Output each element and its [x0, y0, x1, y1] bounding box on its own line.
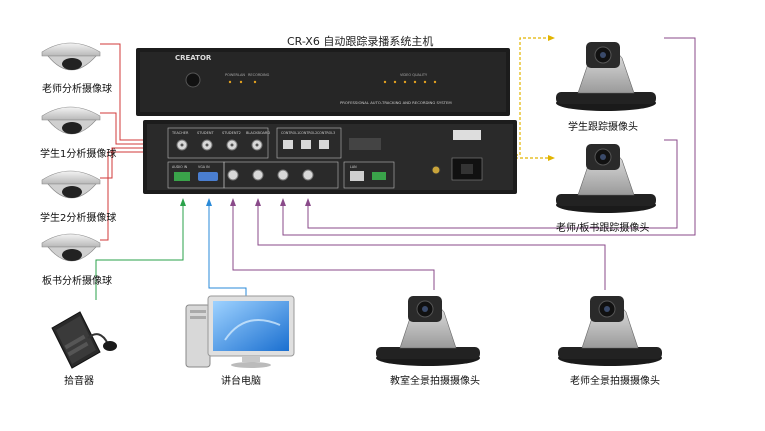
- svg-text:BLACKBOARD: BLACKBOARD: [246, 131, 270, 135]
- dome-camera-teacher: [42, 43, 100, 70]
- purple-arrow-1: [230, 198, 236, 206]
- blue-arrow: [206, 198, 212, 206]
- label-teacher-tracking-camera: 老师/板书跟踪摄像头: [556, 219, 649, 234]
- audio-in-port: [174, 172, 190, 181]
- brand-logo: CREATOR: [175, 54, 212, 62]
- main-unit-front: CREATOR POWER LAN RECORDING VIDEO QUALIT…: [136, 48, 510, 116]
- label-classroom-panorama-camera: 教室全景拍摄摄像头: [390, 372, 480, 387]
- svg-text:CONTROL1: CONTROL1: [281, 131, 299, 135]
- control-port-3: [319, 140, 329, 149]
- main-unit-back: TEACHER STUDENT STUDENT2 BLACKBOARD CONT…: [143, 120, 517, 194]
- label-student2-dome: 学生2分析摄像球: [40, 209, 116, 224]
- label-student1-dome: 学生1分析摄像球: [40, 145, 116, 160]
- label-pc: 讲台电脑: [221, 372, 261, 387]
- label-teacher-dome: 老师分析摄像球: [42, 80, 112, 95]
- led-label-power: POWER: [225, 73, 239, 77]
- pc-device: [186, 296, 294, 368]
- control-port-1: [283, 140, 293, 149]
- microphone-device: [52, 312, 117, 368]
- dome-camera-student2: [42, 171, 100, 198]
- purple-arrow-2: [255, 198, 261, 206]
- vga-in-port: [198, 172, 218, 181]
- system-text: PROFESSIONAL AUTO-TRACKING AND RECORDING…: [340, 100, 452, 105]
- label-blackboard-dome: 板书分析摄像球: [42, 272, 112, 287]
- svg-text:CONTROL2: CONTROL2: [299, 131, 317, 135]
- ground-screw: [432, 166, 440, 174]
- led-label-lan: LAN: [238, 73, 245, 77]
- purple-arrow-3: [280, 198, 286, 206]
- svg-text:CONTROL3: CONTROL3: [317, 131, 335, 135]
- yellow-arrow-2: [548, 155, 555, 161]
- green-arrow: [180, 198, 186, 206]
- label-student-tracking-camera: 学生跟踪摄像头: [568, 118, 638, 133]
- svg-text:STUDENT2: STUDENT2: [222, 131, 241, 135]
- svg-text:STUDENT: STUDENT: [197, 131, 214, 135]
- purple-line-panorama-teacher: [258, 200, 605, 290]
- purple-arrow-4: [305, 198, 311, 206]
- ptz-camera-teacher-panorama: [558, 296, 662, 366]
- power-knob: [186, 73, 200, 87]
- svg-text:AUDIO IN: AUDIO IN: [172, 165, 188, 169]
- control-port-2: [301, 140, 311, 149]
- label-teacher-panorama-camera: 老师全景拍摄摄像头: [570, 372, 660, 387]
- svg-text:TEACHER: TEACHER: [171, 131, 189, 135]
- led-label-video-quality: VIDEO QUALITY: [400, 73, 428, 77]
- svg-text:LAN: LAN: [350, 165, 357, 169]
- label-microphone: 拾音器: [64, 372, 94, 387]
- lan-port: [350, 171, 364, 181]
- dome-camera-student1: [42, 107, 100, 134]
- dome-camera-blackboard: [42, 234, 100, 261]
- yellow-arrow-1: [548, 35, 555, 41]
- led-label-recording: RECORDING: [248, 73, 270, 77]
- svg-text:VGA IN: VGA IN: [198, 165, 210, 169]
- ptz-camera-student-tracking: [556, 42, 656, 111]
- warning-label: [453, 130, 481, 140]
- ptz-camera-teacher-tracking: [556, 144, 656, 213]
- blue-line-pc: [209, 200, 246, 300]
- ptz-camera-classroom-panorama: [376, 296, 480, 366]
